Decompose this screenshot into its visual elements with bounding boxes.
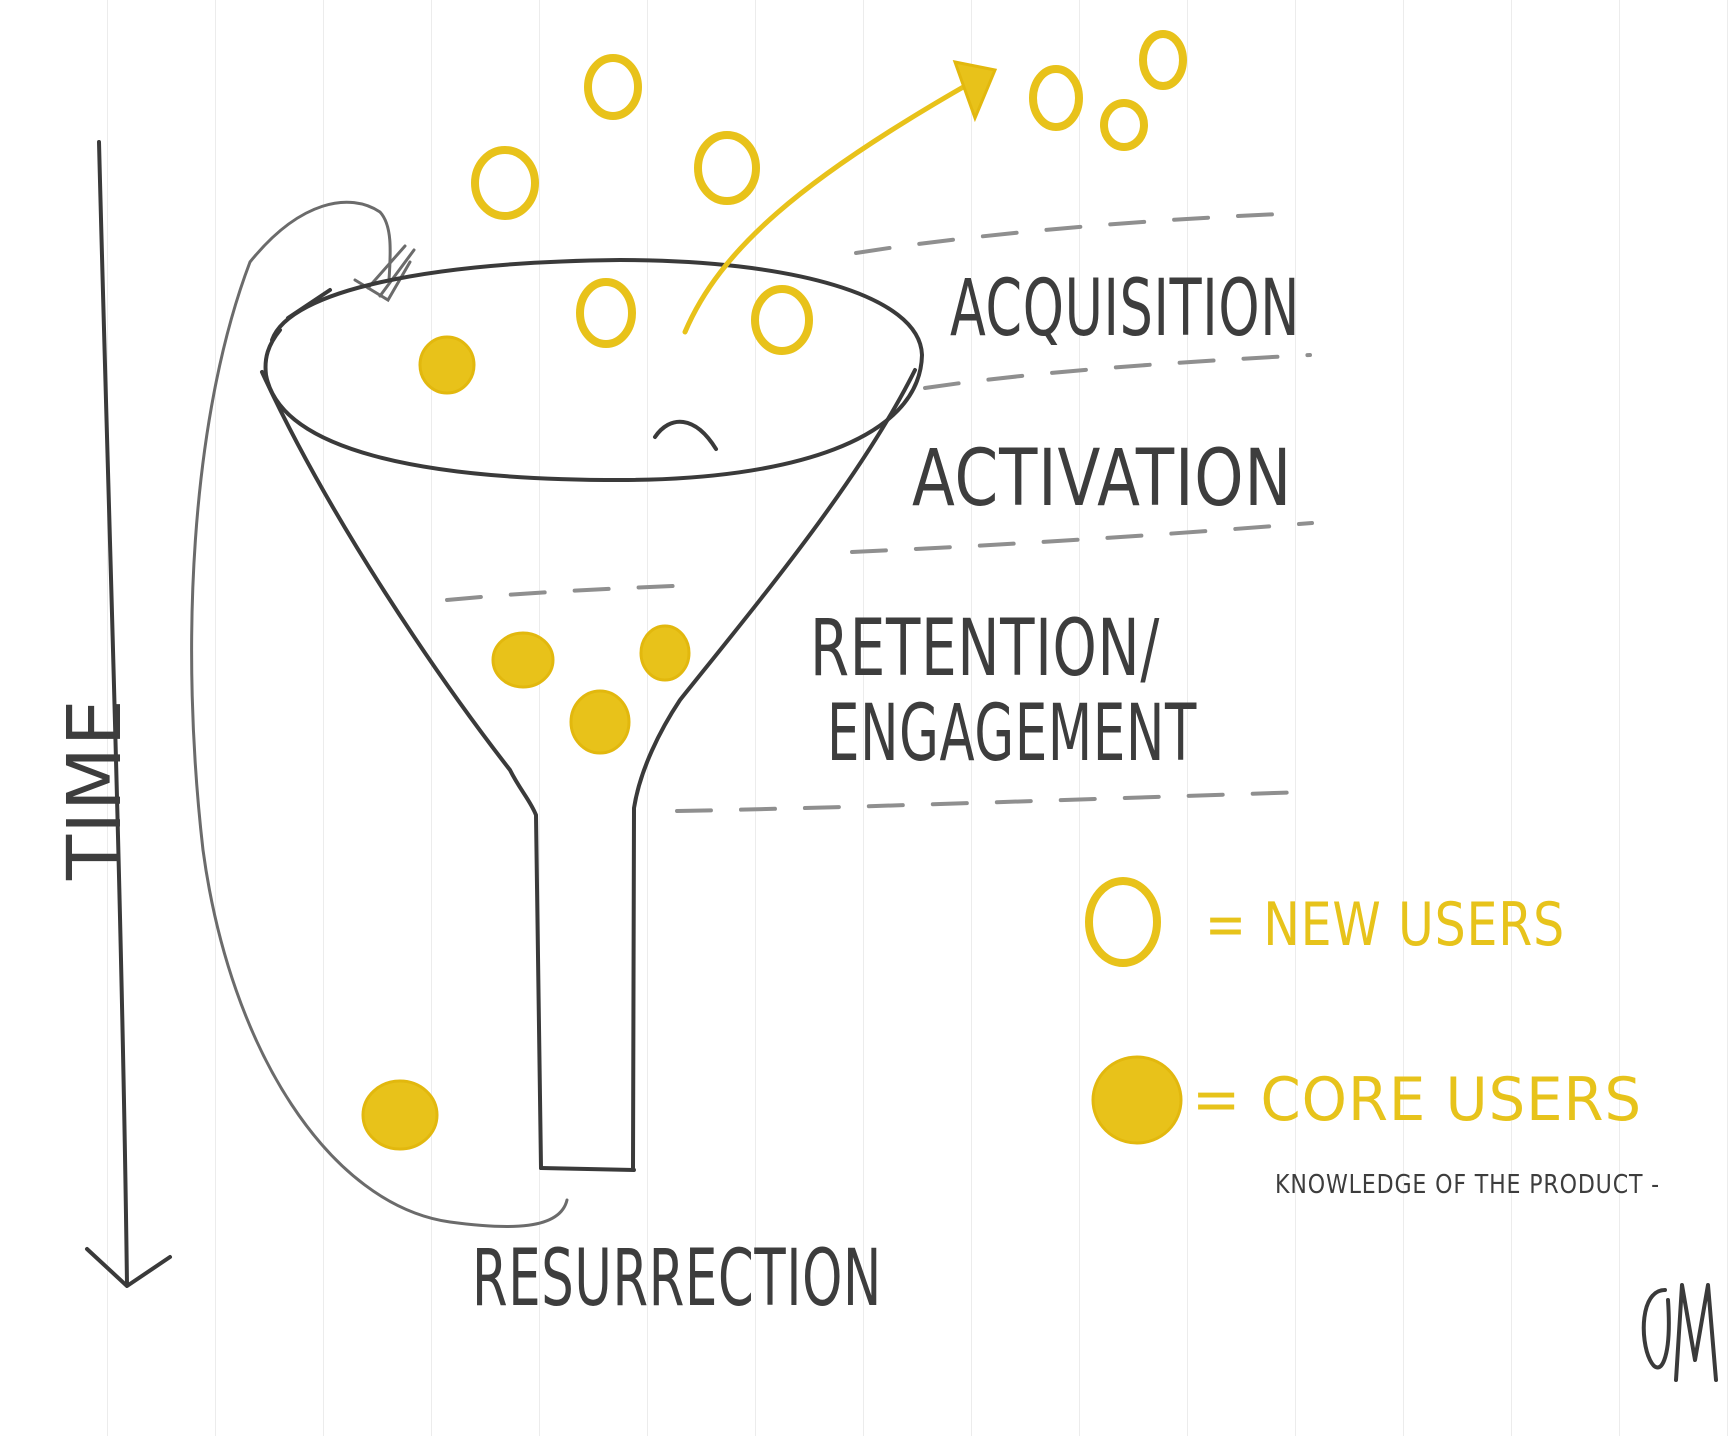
resurrection-loop (190, 200, 569, 1229)
funnel-rim (263, 258, 924, 482)
funnel-left-side (260, 370, 543, 1170)
time-axis-label: TIME (52, 698, 138, 881)
core-user-dot (569, 689, 631, 755)
legend-core-users-label: = CORE USERS (1192, 1065, 1642, 1135)
legend-core-users-note: KNOWLEDGE OF THE PRODUCT - (1275, 1170, 1660, 1200)
stage-dividers (445, 212, 1314, 813)
divider-inner-retention (445, 583, 702, 602)
legend: = NEW USERS = CORE USERS KNOWLEDGE OF TH… (1085, 877, 1660, 1200)
new-user-ring (751, 285, 813, 355)
new-user-ring (1100, 99, 1148, 151)
new-user-ring (584, 54, 642, 120)
funnel-right-side (631, 368, 917, 1170)
divider-top (854, 212, 1282, 255)
stage-label-resurrection: RESURRECTION (472, 1234, 882, 1324)
new-user-ring (694, 131, 760, 205)
funnel (260, 258, 924, 1172)
stage-label-engagement: ENGAGEMENT (827, 689, 1197, 779)
loop-arrowhead-icon (353, 244, 416, 303)
stage-label-activation: ACTIVATION (912, 434, 1292, 524)
new-user-ring (576, 278, 636, 348)
time-axis-line (97, 140, 129, 1287)
signature-mark (1641, 1283, 1718, 1382)
legend-new-users-icon (1085, 877, 1161, 967)
core-user-dot (491, 631, 555, 689)
legend-new-users-label: = NEW USERS (1205, 890, 1565, 960)
resurrection-loop-line (190, 200, 569, 1229)
new-user-ring (1139, 30, 1187, 90)
new-users (471, 30, 1187, 355)
divider-acquisition-activation (923, 353, 1312, 390)
legend-core-users-icon (1091, 1055, 1183, 1145)
divider-retention-bottom (675, 790, 1307, 813)
core-user-dot (639, 624, 691, 682)
stage-labels: ACQUISITION ACTIVATION RETENTION/ ENGAGE… (472, 264, 1300, 1324)
churn-arrow (682, 60, 998, 335)
time-axis-arrowhead-icon (85, 1247, 172, 1288)
new-user-ring (1029, 65, 1083, 131)
divider-activation-retention (850, 521, 1314, 554)
core-user-dot (418, 335, 476, 395)
core-user-dot (361, 1079, 439, 1151)
core-users (361, 335, 691, 1151)
churn-arrowhead-icon (952, 60, 998, 123)
frown-mark (653, 419, 718, 451)
stage-label-acquisition: ACQUISITION (950, 264, 1300, 354)
funnel-rim-stroke (286, 288, 332, 320)
stage-label-retention: RETENTION/ (810, 604, 1160, 694)
time-axis: TIME (52, 140, 172, 1288)
signature (1641, 1283, 1718, 1382)
churn-arrow-line (682, 79, 975, 335)
new-user-ring (471, 146, 539, 220)
funnel-spout-bottom (539, 1166, 636, 1172)
